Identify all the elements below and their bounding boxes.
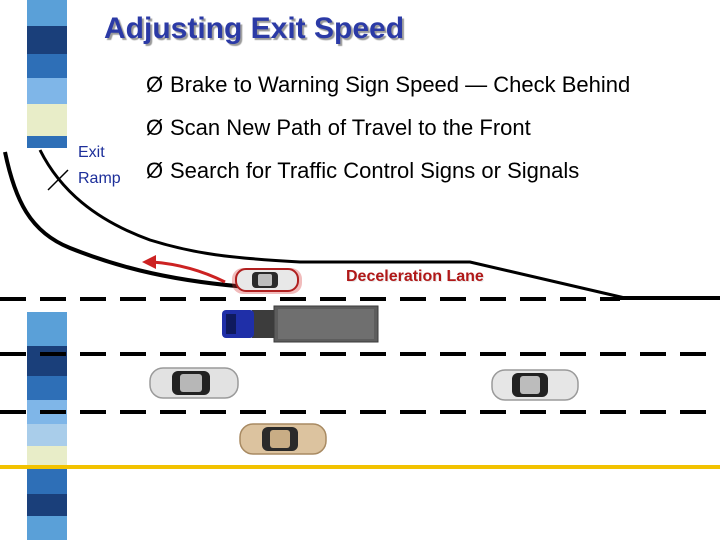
tan-car (239, 423, 327, 455)
bullet-text: Brake to Warning Sign Speed — Check Behi… (170, 72, 631, 97)
exit-path-arrow (151, 260, 226, 284)
silver-car-right (491, 369, 579, 401)
bullet-text: Search for Traffic Control Signs or Sign… (170, 158, 580, 183)
bullet-arrow-icon: Ø (146, 72, 164, 97)
deceleration-lane-label: Deceleration Lane (346, 268, 484, 285)
exit-ramp-outer-edge (3, 151, 261, 290)
bullet-arrow-icon: Ø (146, 158, 164, 183)
bullet-text: Scan New Path of Travel to the Front (170, 115, 531, 140)
exit-path-arrowhead (142, 255, 156, 269)
bullet-arrow-icon: Ø (146, 115, 164, 140)
silver-car-left (149, 367, 239, 399)
exit-ramp-pointer-line (47, 169, 69, 191)
red-car (232, 268, 302, 294)
exit-ramp-label-line1: Exit (78, 144, 105, 161)
exit-ramp-inner-edge (38, 149, 626, 300)
exit-ramp-label-line2: Ramp (78, 170, 121, 187)
slide-title: Adjusting Exit Speed (104, 12, 405, 45)
truck (222, 305, 379, 343)
